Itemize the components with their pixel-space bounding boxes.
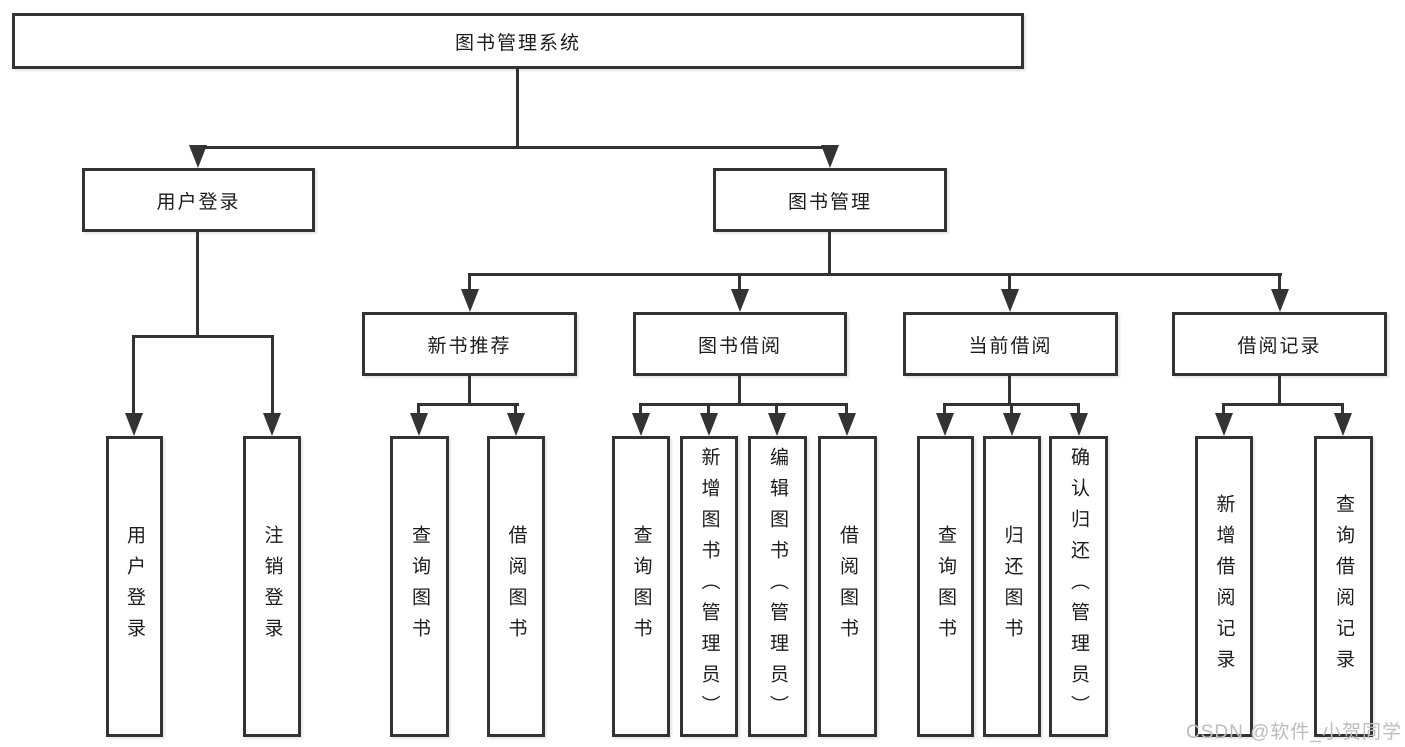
connector-vline: [1077, 403, 1080, 416]
leaf-newbook-query: 查询图书: [390, 436, 449, 737]
leaf-newbook-borrow: 借阅图书: [487, 436, 545, 737]
leaf-label: 查询图书: [935, 524, 956, 649]
arrow-down-icon: [731, 289, 749, 312]
connector-vline: [845, 403, 848, 416]
connector-vline: [1010, 403, 1013, 416]
connector-hline: [196, 146, 833, 149]
connector-hline: [132, 335, 274, 338]
leaf-label: 借阅图书: [837, 524, 858, 649]
arrow-down-icon: [1334, 413, 1352, 436]
leaf-label: 查询图书: [630, 524, 652, 649]
arrow-down-icon: [507, 413, 525, 436]
leaf-label: 用户登录: [124, 524, 145, 649]
leaf-borrow-borrow: 借阅图书: [818, 436, 877, 737]
leaf-current-query: 查询图书: [917, 436, 974, 737]
leaf-user-login: 用户登录: [106, 436, 163, 737]
arrow-down-icon: [1271, 289, 1289, 312]
connector-vline: [1278, 273, 1281, 291]
arrow-down-icon: [768, 413, 786, 436]
leaf-label: 归还图书: [1001, 524, 1023, 649]
connector-vline: [196, 232, 199, 338]
leaf-records-query: 查询借阅记录: [1314, 436, 1373, 737]
node-new-book-rec: 新书推荐: [362, 312, 577, 376]
connector-vline: [468, 273, 471, 291]
connector-vline: [738, 273, 741, 291]
leaf-label: 查询借阅记录: [1333, 493, 1354, 680]
connector-vline: [943, 403, 946, 416]
arrow-down-icon: [700, 413, 718, 436]
connector-hline: [1222, 403, 1344, 406]
arrow-down-icon: [1215, 413, 1233, 436]
arrow-down-icon: [263, 413, 281, 436]
connector-hline: [639, 403, 848, 406]
connector-vline: [514, 403, 517, 416]
leaf-borrow-query: 查询图书: [612, 436, 670, 737]
leaf-current-confirm-admin: 确认归还（管理员）: [1049, 436, 1108, 737]
connector-hline: [468, 273, 1282, 276]
watermark: CSDN @软件_小贺同学: [1186, 722, 1402, 743]
leaf-current-return: 归还图书: [983, 436, 1041, 737]
arrow-down-icon: [1003, 413, 1021, 436]
node-current-borrow: 当前借阅: [903, 312, 1118, 376]
arrow-down-icon: [821, 145, 839, 168]
arrow-down-icon: [125, 413, 143, 436]
connector-vline: [1222, 403, 1225, 416]
arrow-down-icon: [1070, 413, 1088, 436]
node-root: 图书管理系统: [12, 13, 1024, 69]
connector-vline: [1008, 376, 1011, 406]
connector-vline: [828, 232, 831, 276]
leaf-borrow-add-admin: 新增图书（管理员）: [680, 436, 738, 737]
connector-vline: [639, 403, 642, 416]
leaf-label: 注销登录: [261, 524, 283, 649]
leaf-records-add: 新增借阅记录: [1195, 436, 1253, 737]
node-book-borrow: 图书借阅: [633, 312, 847, 376]
node-borrow-records: 借阅记录: [1172, 312, 1387, 376]
node-user-login: 用户登录: [82, 168, 315, 232]
connector-vline: [707, 403, 710, 416]
node-book-mgmt: 图书管理: [713, 168, 947, 232]
leaf-logout: 注销登录: [243, 436, 301, 737]
arrow-down-icon: [410, 413, 428, 436]
leaf-label: 新增图书（管理员）: [698, 447, 720, 726]
arrow-down-icon: [838, 413, 856, 436]
leaf-label: 编辑图书（管理员）: [767, 447, 788, 726]
arrow-down-icon: [461, 289, 479, 312]
connector-vline: [271, 335, 274, 416]
connector-vline: [1008, 273, 1011, 291]
connector-vline: [775, 403, 778, 416]
connector-vline: [468, 376, 471, 406]
arrow-down-icon: [632, 413, 650, 436]
connector-vline: [132, 335, 135, 416]
connector-vline: [1278, 376, 1281, 406]
arrow-down-icon: [1001, 289, 1019, 312]
leaf-label: 新增借阅记录: [1213, 493, 1235, 680]
connector-vline: [738, 376, 741, 406]
connector-vline: [417, 403, 420, 416]
connector-hline: [417, 403, 519, 406]
connector-vline: [1341, 403, 1344, 416]
leaf-label: 查询图书: [409, 524, 430, 649]
leaf-borrow-edit-admin: 编辑图书（管理员）: [748, 436, 807, 737]
connector-vline: [516, 69, 519, 147]
leaf-label: 借阅图书: [505, 524, 527, 649]
arrow-down-icon: [936, 413, 954, 436]
leaf-label: 确认归还（管理员）: [1068, 447, 1089, 726]
arrow-down-icon: [189, 145, 207, 168]
